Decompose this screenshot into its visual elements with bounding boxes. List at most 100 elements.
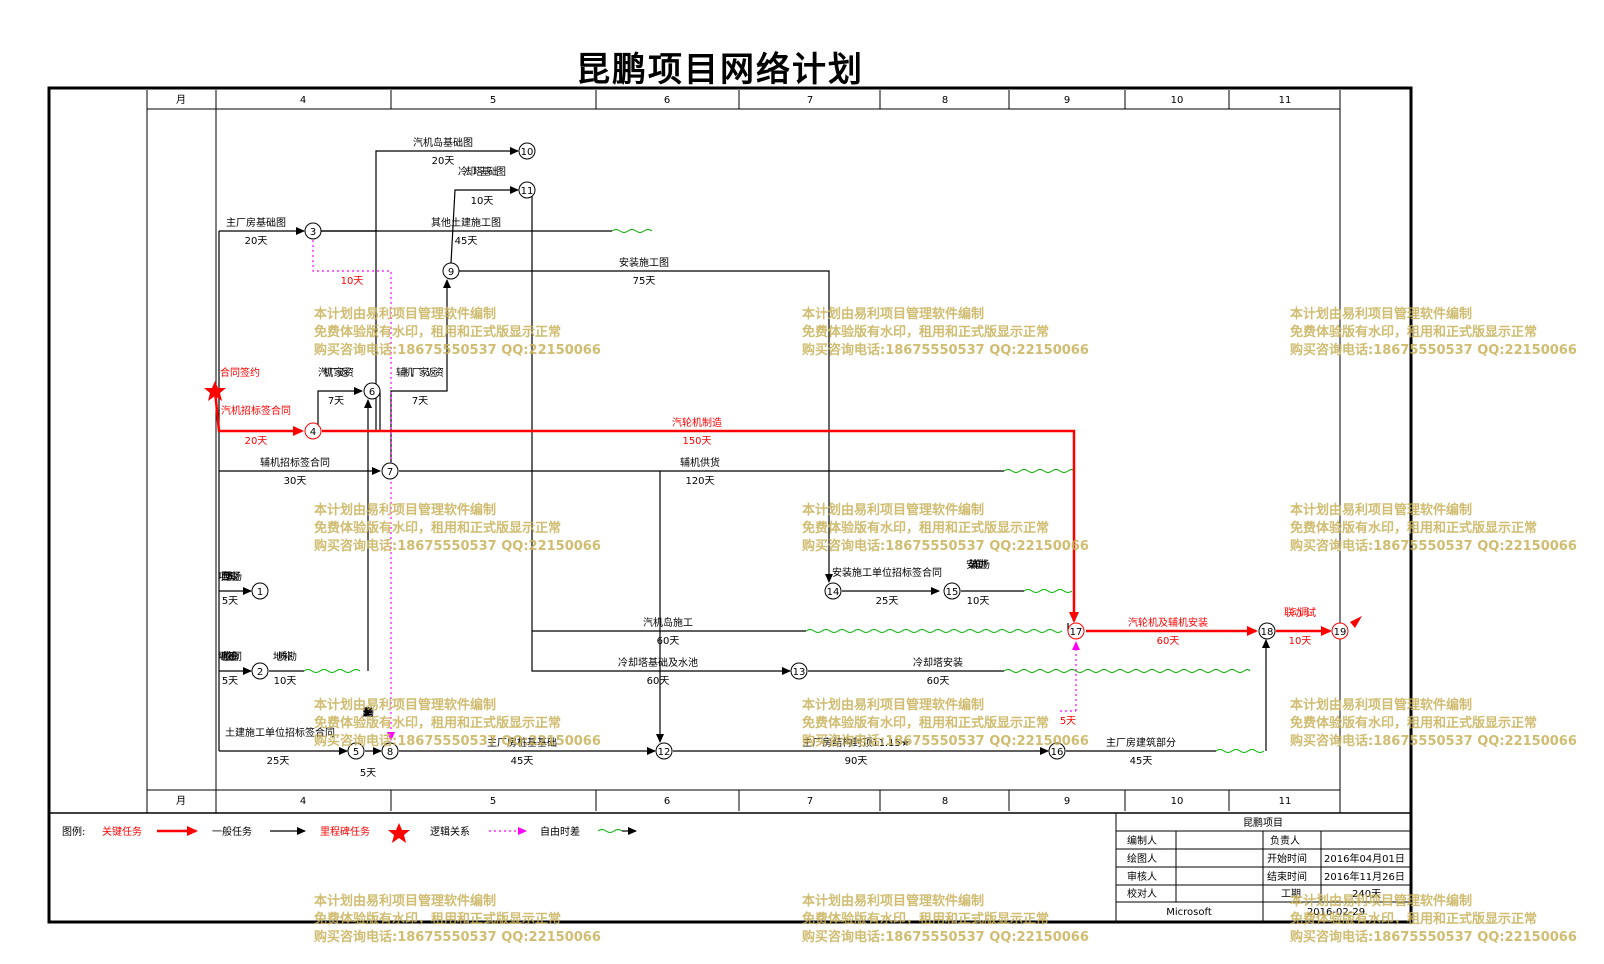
task-name: 辅机厂家返资 bbox=[396, 366, 444, 379]
node-3: 3 bbox=[310, 227, 316, 238]
watermark-text: 购买咨询电话:18675550537 QQ:22150066 bbox=[802, 538, 1089, 554]
task-duration: 150天 bbox=[682, 436, 711, 447]
duration-label: 工期 bbox=[1281, 888, 1301, 900]
task-name: 主厂房结构封顶11.15★ bbox=[802, 736, 910, 749]
month-label: 月 bbox=[176, 94, 186, 106]
watermark-text: 购买咨询电话:18675550537 QQ:22150066 bbox=[1290, 342, 1577, 358]
month-tick: 6 bbox=[664, 95, 670, 106]
watermark-text: 免费体验版有水印，租用和正式版显示正常 bbox=[802, 520, 1049, 536]
task-duration: 60天 bbox=[657, 636, 680, 647]
watermark-text: 本计划由易利项目管理软件编制 bbox=[314, 502, 496, 518]
task-duration: 20天 bbox=[432, 156, 455, 167]
month-tick: 10 bbox=[1171, 796, 1184, 807]
task-duration: 45天 bbox=[511, 756, 534, 767]
node-8: 8 bbox=[387, 747, 393, 758]
info-table-text: 昆鹏项目 编制人 负责人 绘图人 开始时间 2016年04月01日 审核人 结束… bbox=[1127, 816, 1405, 918]
watermark-text: 免费体验版有水印，租用和正式版显示正常 bbox=[314, 911, 561, 927]
legend-normal-label: 一般任务 bbox=[212, 825, 252, 838]
month-tick: 11 bbox=[1279, 796, 1292, 807]
watermark-text: 本计划由易利项目管理软件编制 bbox=[1290, 502, 1472, 518]
task-name: 其他土建施工图 bbox=[431, 216, 501, 229]
task-name: 汽机岛施工 bbox=[643, 616, 693, 629]
node-1: 1 bbox=[257, 587, 263, 598]
month-tick: 8 bbox=[942, 95, 948, 106]
task-duration: 10天 bbox=[967, 596, 990, 607]
task-name: 土建单位进场 bbox=[362, 706, 374, 719]
watermark-text: 免费体验版有水印，租用和正式版显示正常 bbox=[314, 715, 561, 731]
watermark-text: 购买咨询电话:18675550537 QQ:22150066 bbox=[1290, 733, 1577, 749]
legend-critical-label: 关键任务 bbox=[102, 825, 142, 838]
watermark-text: 本计划由易利项目管理软件编制 bbox=[802, 502, 984, 518]
task-labels: 主厂房基础图 20天 汽机岛基础图 20天 冷却塔基础图 10天 其他土建施工图… bbox=[218, 136, 1316, 779]
task-name: 冷却塔基础图 bbox=[458, 165, 506, 178]
task-name: 汽轮机及辅机安装 bbox=[1128, 616, 1208, 629]
legend-milestone-label: 里程碑任务 bbox=[320, 825, 370, 838]
task-duration: 25天 bbox=[876, 596, 899, 607]
finish-flag-icon bbox=[1350, 616, 1362, 628]
task-duration: 45天 bbox=[455, 236, 478, 247]
task-name: 冷却塔基础及水池 bbox=[618, 656, 698, 669]
task-duration: 45天 bbox=[1130, 756, 1153, 767]
start-value: 2016年04月01日 bbox=[1324, 852, 1405, 865]
watermark-text: 本计划由易利项目管理软件编制 bbox=[802, 893, 984, 909]
task-name: 地质补勘 bbox=[273, 650, 297, 663]
owner-label: 负责人 bbox=[1270, 834, 1300, 847]
node-5: 5 bbox=[353, 747, 359, 758]
task-duration: 60天 bbox=[1157, 636, 1180, 647]
legend-milestone-star-icon bbox=[388, 823, 410, 843]
node-2: 2 bbox=[257, 667, 263, 678]
watermark-text: 免费体验版有水印，租用和正式版显示正常 bbox=[1290, 911, 1537, 927]
task-duration: 7天 bbox=[412, 396, 428, 407]
task-name: 汽机招标签合同 bbox=[221, 404, 291, 417]
node-labels: 1 2 3 4 5 6 7 8 9 10 11 12 13 14 15 16 1… bbox=[257, 147, 1347, 758]
watermark-text: 本计划由易利项目管理软件编制 bbox=[1290, 306, 1472, 322]
company-name: Microsoft bbox=[1166, 907, 1212, 918]
month-tick: 4 bbox=[300, 796, 306, 807]
task-name: 汽轮机制造 bbox=[672, 416, 722, 429]
task-name: 主厂房桩基基础 bbox=[487, 736, 557, 749]
project-name: 昆鹏项目 bbox=[1243, 816, 1283, 829]
node-18: 18 bbox=[1261, 627, 1274, 638]
month-tick: 7 bbox=[807, 95, 813, 106]
watermark-text: 购买咨询电话:18675550537 QQ:22150066 bbox=[802, 929, 1089, 945]
watermark-text: 免费体验版有水印，租用和正式版显示正常 bbox=[802, 324, 1049, 340]
timescale-top: 月 4 5 6 7 8 9 10 11 bbox=[176, 94, 1291, 106]
node-19: 19 bbox=[1334, 627, 1347, 638]
logic-duration: 10天 bbox=[341, 276, 364, 287]
task-duration: 10天 bbox=[471, 196, 494, 207]
timescale-dividers bbox=[390, 90, 1230, 811]
drawer-label: 绘图人 bbox=[1127, 852, 1157, 865]
page-title: 昆鹏项目网络计划 bbox=[576, 50, 864, 90]
legend-logic-label: 逻辑关系 bbox=[430, 825, 470, 838]
task-duration: 60天 bbox=[647, 676, 670, 687]
task-name: 冷却塔安装 bbox=[913, 656, 963, 669]
watermark-text: 购买咨询电话:18675550537 QQ:22150066 bbox=[314, 929, 601, 945]
task-name: 安装施工单位招标签合同 bbox=[832, 566, 942, 579]
watermark-text: 本计划由易利项目管理软件编制 bbox=[1290, 697, 1472, 713]
month-tick: 10 bbox=[1171, 95, 1184, 106]
watermark-group: 本计划由易利项目管理软件编制免费体验版有水印，租用和正式版显示正常购买咨询电话:… bbox=[314, 306, 1577, 945]
watermark-text: 购买咨询电话:18675550537 QQ:22150066 bbox=[802, 733, 1089, 749]
task-duration: 60天 bbox=[927, 676, 950, 687]
legend-float-icon bbox=[597, 829, 623, 833]
watermark-text: 免费体验版有水印，租用和正式版显示正常 bbox=[802, 911, 1049, 927]
month-tick: 9 bbox=[1064, 796, 1070, 807]
task-duration: 120天 bbox=[685, 476, 714, 487]
watermark-text: 免费体验版有水印，租用和正式版显示正常 bbox=[1290, 324, 1537, 340]
task-duration: 25天 bbox=[267, 756, 290, 767]
free-float-lines bbox=[303, 229, 1265, 753]
month-tick: 5 bbox=[490, 796, 496, 807]
watermark-text: 免费体验版有水印，租用和正式版显示正常 bbox=[1290, 520, 1537, 536]
start-label: 开始时间 bbox=[1267, 852, 1307, 865]
end-label: 结束时间 bbox=[1267, 870, 1307, 883]
watermark-text: 本计划由易利项目管理软件编制 bbox=[802, 697, 984, 713]
task-duration: 20天 bbox=[245, 236, 268, 247]
logic-duration: 5天 bbox=[1060, 716, 1076, 727]
watermark-text: 本计划由易利项目管理软件编制 bbox=[314, 306, 496, 322]
node-13: 13 bbox=[793, 667, 806, 678]
reviewer-label: 审核人 bbox=[1127, 870, 1157, 883]
watermark-text: 购买咨询电话:18675550537 QQ:22150066 bbox=[1290, 538, 1577, 554]
watermark-text: 免费体验版有水印，租用和正式版显示正常 bbox=[314, 324, 561, 340]
month-tick: 6 bbox=[664, 796, 670, 807]
node-17: 17 bbox=[1070, 627, 1083, 638]
